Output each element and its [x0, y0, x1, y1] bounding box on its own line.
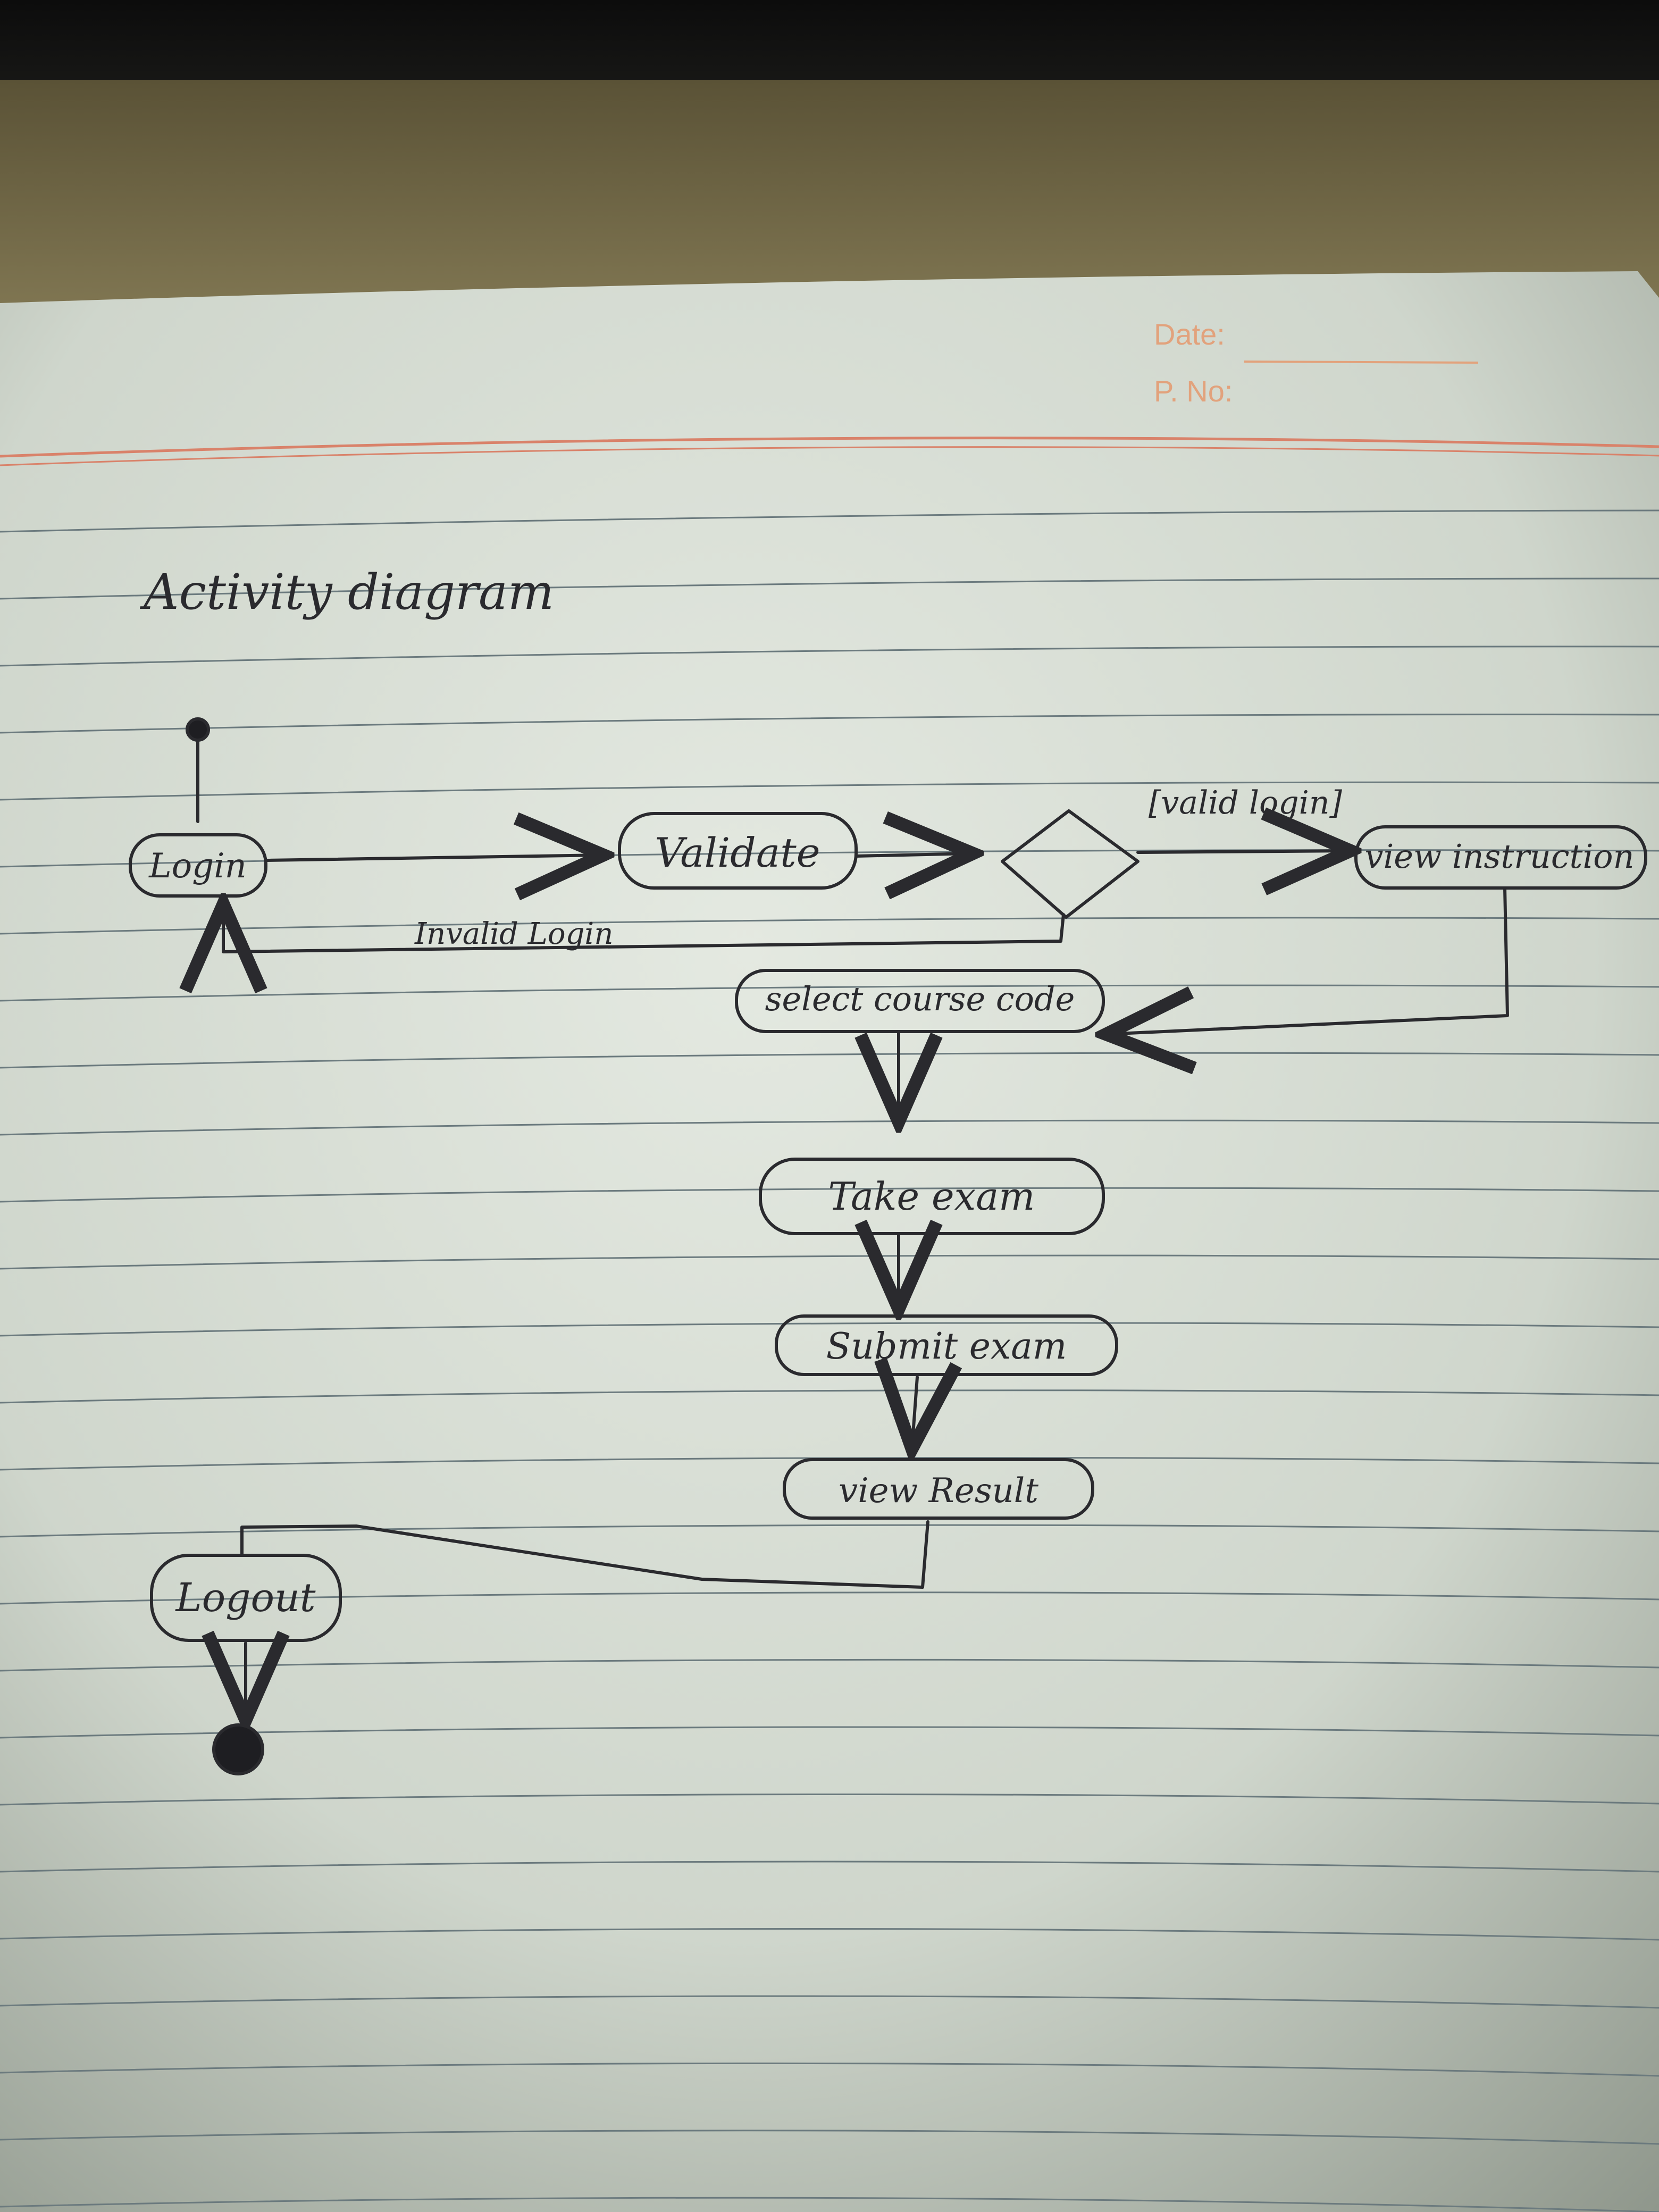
- label-login: Login: [148, 847, 247, 886]
- ruled-line: [0, 1928, 1659, 1941]
- ruled-line: [0, 1995, 1659, 2009]
- ruled-line: [0, 2197, 1659, 2212]
- edge-instruction-course: [1106, 886, 1509, 1034]
- ruled-lines: [0, 509, 1659, 2212]
- label-logout: Logout: [174, 1575, 315, 1621]
- label-select-course-code: select course code: [765, 979, 1075, 1018]
- ruled-line: [0, 849, 1659, 868]
- label-view-result: view Result: [839, 1471, 1038, 1511]
- ruled-line: [0, 1389, 1659, 1404]
- initial-node: [186, 717, 210, 742]
- ruled-line: [0, 1322, 1659, 1337]
- edge-login-validate: [264, 855, 604, 860]
- ruled-line: [0, 1052, 1659, 1069]
- ruled-line: [0, 1254, 1659, 1270]
- margin-line-bottom: [0, 446, 1659, 466]
- ruled-line: [0, 2130, 1659, 2145]
- ruled-line: [0, 1793, 1659, 1806]
- final-node: [212, 1723, 264, 1775]
- edge-submit-result: [912, 1377, 917, 1449]
- notebook-page: [0, 271, 1659, 2212]
- decision-node: [1001, 809, 1139, 919]
- ruled-line: [0, 1119, 1659, 1136]
- edge-result-logout: [240, 1520, 929, 1589]
- node-validate: [618, 812, 858, 890]
- ruled-line: [0, 646, 1659, 667]
- page-no-label: P. No:: [1154, 374, 1233, 408]
- label-submit-exam: Submit exam: [826, 1326, 1067, 1368]
- edge-valid-login: [1136, 851, 1351, 852]
- edge-invalid-login: [223, 904, 1065, 952]
- edge-validate-decision: [854, 853, 973, 856]
- ruled-line: [0, 577, 1659, 600]
- label-view-instruction: view instruction: [1364, 837, 1634, 876]
- date-label: Date:: [1154, 317, 1225, 351]
- ruled-line: [0, 984, 1659, 1002]
- label-valid-login: [valid login]: [1149, 784, 1342, 822]
- ruled-line: [0, 509, 1659, 533]
- label-invalid-login: Invalid Login: [414, 917, 613, 951]
- ruled-line: [0, 1187, 1659, 1203]
- ruled-line: [0, 714, 1659, 734]
- ruled-line: [0, 1861, 1659, 1873]
- ruled-line: [0, 781, 1659, 801]
- label-validate: Validate: [655, 829, 820, 876]
- ruled-line: [0, 1524, 1659, 1538]
- label-take-exam: Take exam: [828, 1174, 1035, 1219]
- ruled-line: [0, 2062, 1659, 2077]
- date-line: [1244, 361, 1479, 364]
- margin-line-top: [0, 437, 1659, 458]
- ruled-line: [0, 1591, 1659, 1605]
- activity-diagram: [129, 717, 1647, 1775]
- diagram-title: Activity diagram: [139, 564, 554, 621]
